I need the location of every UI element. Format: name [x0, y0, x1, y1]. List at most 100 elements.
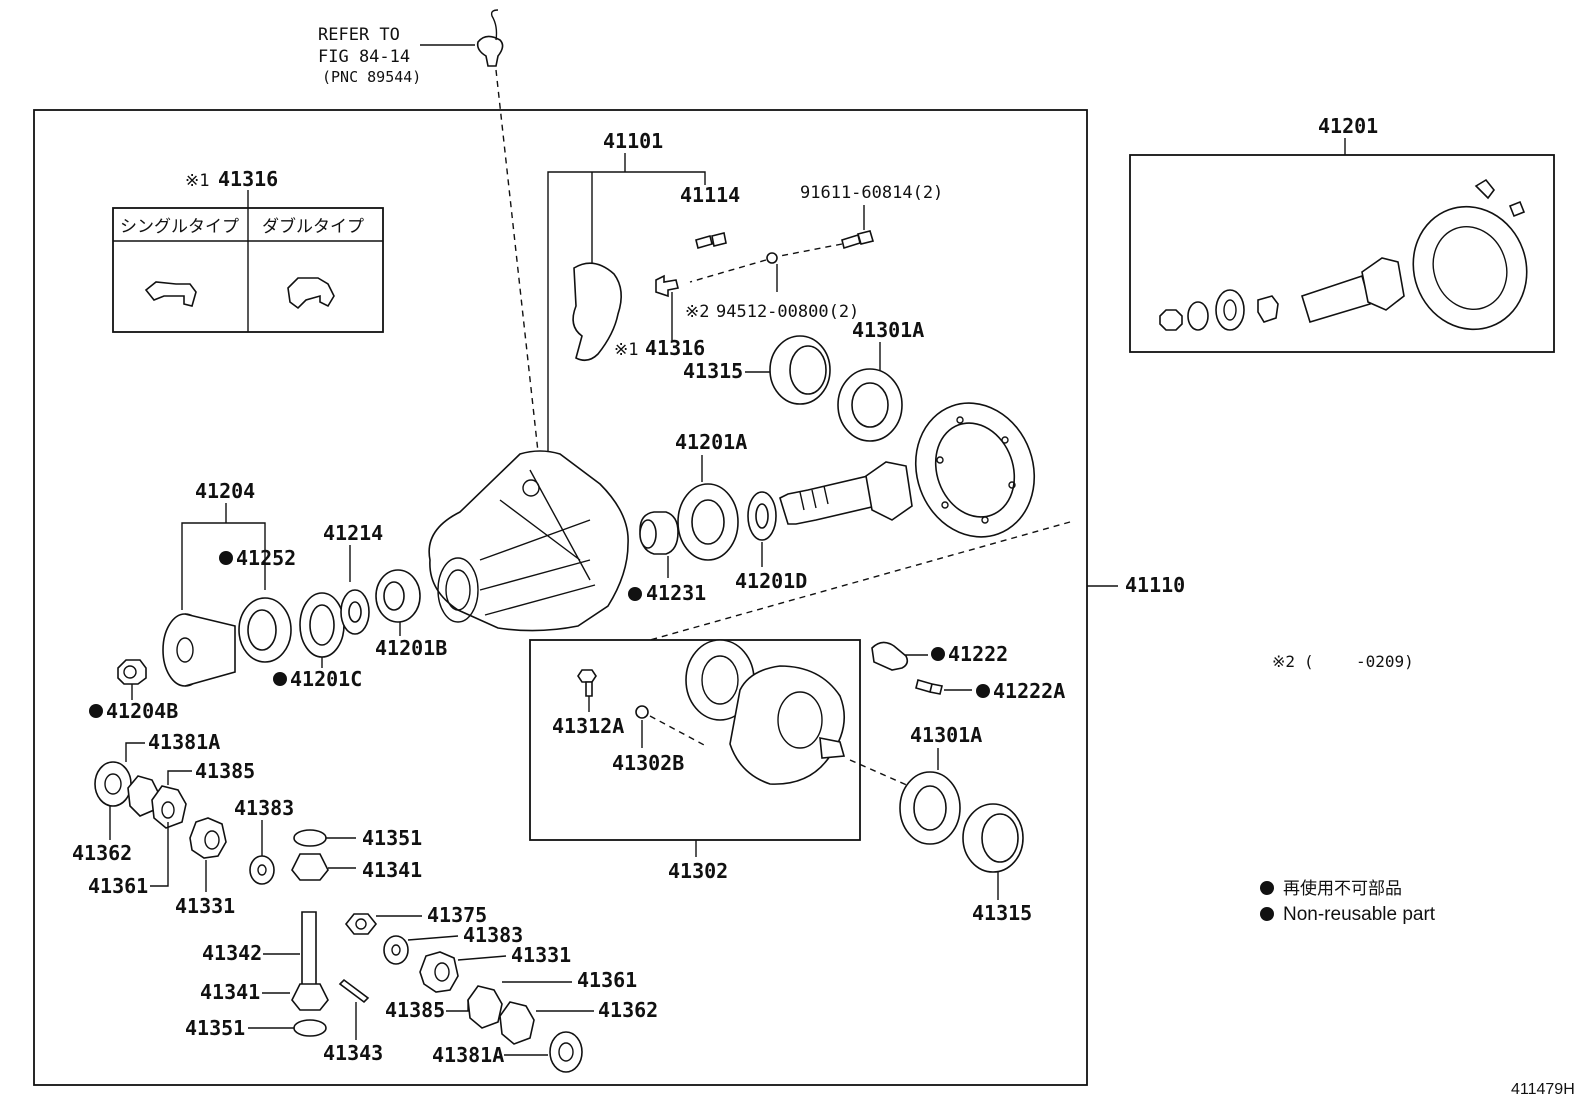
- nonreusable-dot-41222A: [976, 684, 990, 698]
- carrier-housing-41110: [428, 450, 629, 632]
- pin-41302B: [635, 705, 649, 719]
- label-41385-bottom: 41385: [385, 998, 445, 1022]
- label-41204B: 41204B: [106, 699, 178, 723]
- label-41375: 41375: [427, 903, 487, 927]
- inset-41316-number: 41316: [218, 167, 278, 191]
- ring-gear-icon: [914, 402, 1036, 538]
- pinion-shaft-41342: [301, 911, 317, 987]
- label-41201A: 41201A: [675, 430, 747, 454]
- label-41385-top: 41385: [195, 759, 255, 783]
- label-41351-bottom: 41351: [185, 1016, 245, 1040]
- washer-94512-icon: [766, 252, 778, 264]
- legend-dot-en: [1260, 907, 1274, 921]
- refer-callout: REFER TO FIG 84-14 (PNC 89544): [318, 9, 541, 471]
- label-41114: 41114: [680, 183, 740, 207]
- label-41383-bottom: 41383: [463, 923, 523, 947]
- inset-41201-gear-set: [1159, 178, 1528, 331]
- label-41252: 41252: [236, 546, 296, 570]
- legend-en: Non-reusable part: [1283, 904, 1436, 925]
- label-41331-top: 41331: [175, 894, 235, 918]
- label-41342: 41342: [202, 941, 262, 965]
- pinion-41341-bottom: [291, 983, 329, 1011]
- label-41316: 41316: [645, 336, 705, 360]
- pin-41343: [338, 978, 370, 1004]
- main-frame: [33, 109, 1088, 1086]
- label-41312A: 41312A: [552, 714, 624, 738]
- label-41383-top: 41383: [234, 796, 294, 820]
- label-41381A-bottom: 41381A: [432, 1043, 504, 1067]
- label-41316-mark: ※1: [614, 340, 638, 360]
- nut-41204B: [117, 659, 147, 685]
- label-41315-top: 41315: [683, 359, 743, 383]
- diff-case-41302: [685, 639, 846, 785]
- spacer-41231: [639, 511, 679, 555]
- note-2-open: (: [1304, 652, 1314, 671]
- label-41204: 41204: [195, 479, 255, 503]
- label-41315-bottom: 41315: [972, 901, 1032, 925]
- sensor-icon: [476, 35, 504, 67]
- label-41201-header: 41201: [1318, 114, 1378, 138]
- label-41351-top: 41351: [362, 826, 422, 850]
- nonreusable-dot-41204B: [89, 704, 103, 718]
- washer-41351-top: [293, 829, 327, 847]
- note-2-range: -0209): [1356, 652, 1414, 671]
- label-41331-bottom: 41331: [511, 943, 571, 967]
- label-41362-left: 41362: [72, 841, 132, 865]
- label-41222: 41222: [948, 642, 1008, 666]
- refer-line-2: FIG 84-14: [318, 47, 410, 67]
- washer-41214: [340, 589, 370, 635]
- label-41341-top: 41341: [362, 858, 422, 882]
- label-41110: 41110: [1125, 573, 1185, 597]
- nut-41375: [344, 913, 378, 935]
- adjusting-nut-41315-top: [769, 335, 831, 405]
- bearing-41201B: [375, 569, 421, 623]
- note-2-mark: ※2: [1272, 652, 1295, 671]
- refer-line-3: (PNC 89544): [322, 68, 421, 86]
- pinion-41341-top: [291, 853, 329, 881]
- bracket-double-icon: [287, 277, 335, 310]
- bolt-41114-icon: [695, 232, 727, 249]
- clutch-plate-41362-bottom: [499, 1001, 535, 1045]
- side-gear-41331-bottom: [419, 951, 459, 993]
- bearing-41301A-bottom: [899, 771, 961, 845]
- inset-41316-col-double: ダブルタイプ: [262, 216, 364, 237]
- thrust-washer-41381A-top: [94, 761, 132, 807]
- adjusting-nut-41315-bottom: [962, 803, 1024, 873]
- drive-pinion-icon: [779, 461, 913, 525]
- bracket-41316-icon: [655, 274, 679, 298]
- inset-frame-41302: [529, 639, 861, 841]
- bearing-41301A-top: [837, 368, 903, 442]
- label-41302: 41302: [668, 859, 728, 883]
- washer-41383-top: [249, 855, 275, 885]
- inset-41316-col-single: シングルタイプ: [120, 217, 239, 237]
- label-41381A-top: 41381A: [148, 730, 220, 754]
- flange-41204: [162, 613, 236, 687]
- washer-41201D: [747, 491, 777, 541]
- label-41301A-bottom: 41301A: [910, 723, 982, 747]
- label-41343: 41343: [323, 1041, 383, 1065]
- nonreusable-dot-41231: [628, 587, 642, 601]
- thrust-washer-41381A-bottom: [549, 1031, 583, 1073]
- label-91611-60814: 91611-60814(2): [800, 183, 943, 203]
- label-41201B: 41201B: [375, 636, 447, 660]
- bolt-41312A: [577, 669, 597, 697]
- clutch-plate-41361-bottom: [467, 985, 503, 1029]
- label-41362-bottom: 41362: [598, 998, 658, 1022]
- label-41222A: 41222A: [993, 679, 1065, 703]
- nonreusable-dot-41222: [931, 647, 945, 661]
- legend-jp: 再使用不可部品: [1283, 878, 1402, 899]
- label-41101: 41101: [603, 129, 663, 153]
- figure-id: 411479H: [1511, 1081, 1575, 1098]
- inset-table-41316: [112, 190, 384, 333]
- bolt-91611-icon: [841, 230, 875, 250]
- nonreusable-dot-41201C: [273, 672, 287, 686]
- bearing-41201C: [299, 592, 345, 658]
- label-41231: 41231: [646, 581, 706, 605]
- washer-41351-bottom: [293, 1019, 327, 1037]
- oil-seal-41252: [238, 597, 292, 663]
- label-41201C: 41201C: [290, 667, 362, 691]
- label-41341-bottom: 41341: [200, 980, 260, 1004]
- lock-plate-41222: [871, 641, 909, 671]
- inset-41316-mark: ※1: [185, 171, 209, 191]
